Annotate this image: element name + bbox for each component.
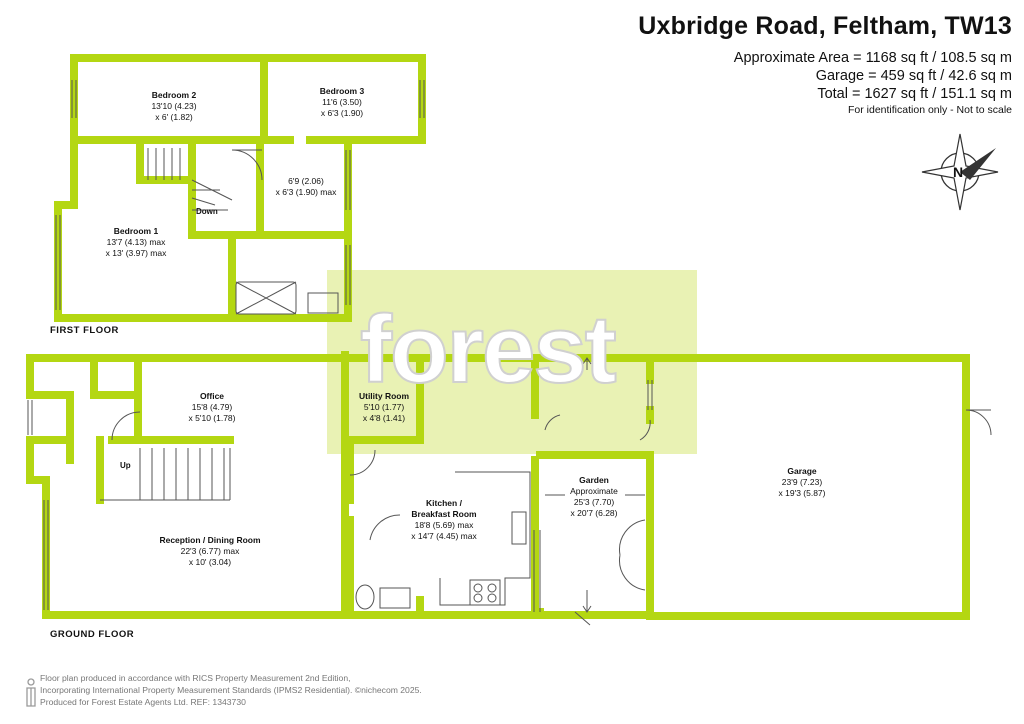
footer-line-1: Floor plan produced in accordance with R…	[40, 673, 351, 683]
footer-line-2: Incorporating International Property Mea…	[40, 685, 422, 695]
person-icon	[26, 678, 36, 707]
first-floor-label: FIRST FLOOR	[50, 325, 119, 336]
stair-label-down: Down	[196, 207, 218, 216]
page-title: Uxbridge Road, Feltham, TW13	[638, 12, 1012, 40]
identification-note: For identification only - Not to scale	[848, 104, 1012, 116]
total-area: Total = 1627 sq ft / 151.1 sq m	[817, 86, 1012, 102]
ground-floor-inner-walls	[26, 354, 654, 620]
room-label-landing: 6'9 (2.06)x 6'3 (1.90) max	[275, 176, 337, 197]
approximate-area: Approximate Area = 1168 sq ft / 108.5 sq…	[733, 50, 1012, 66]
garage-area: Garage = 459 sq ft / 42.6 sq m	[815, 68, 1012, 84]
footer-line-3: Produced for Forest Estate Agents Ltd. R…	[40, 697, 246, 707]
first-floor-inner-walls	[70, 54, 352, 322]
stair-label-up: Up	[120, 461, 131, 470]
ground-floor-walls	[26, 351, 970, 620]
ground-floor-label: GROUND FLOOR	[50, 629, 135, 640]
north-compass-icon	[921, 133, 999, 211]
watermark-text: forest	[359, 296, 618, 403]
compass-letter: N	[953, 164, 964, 180]
